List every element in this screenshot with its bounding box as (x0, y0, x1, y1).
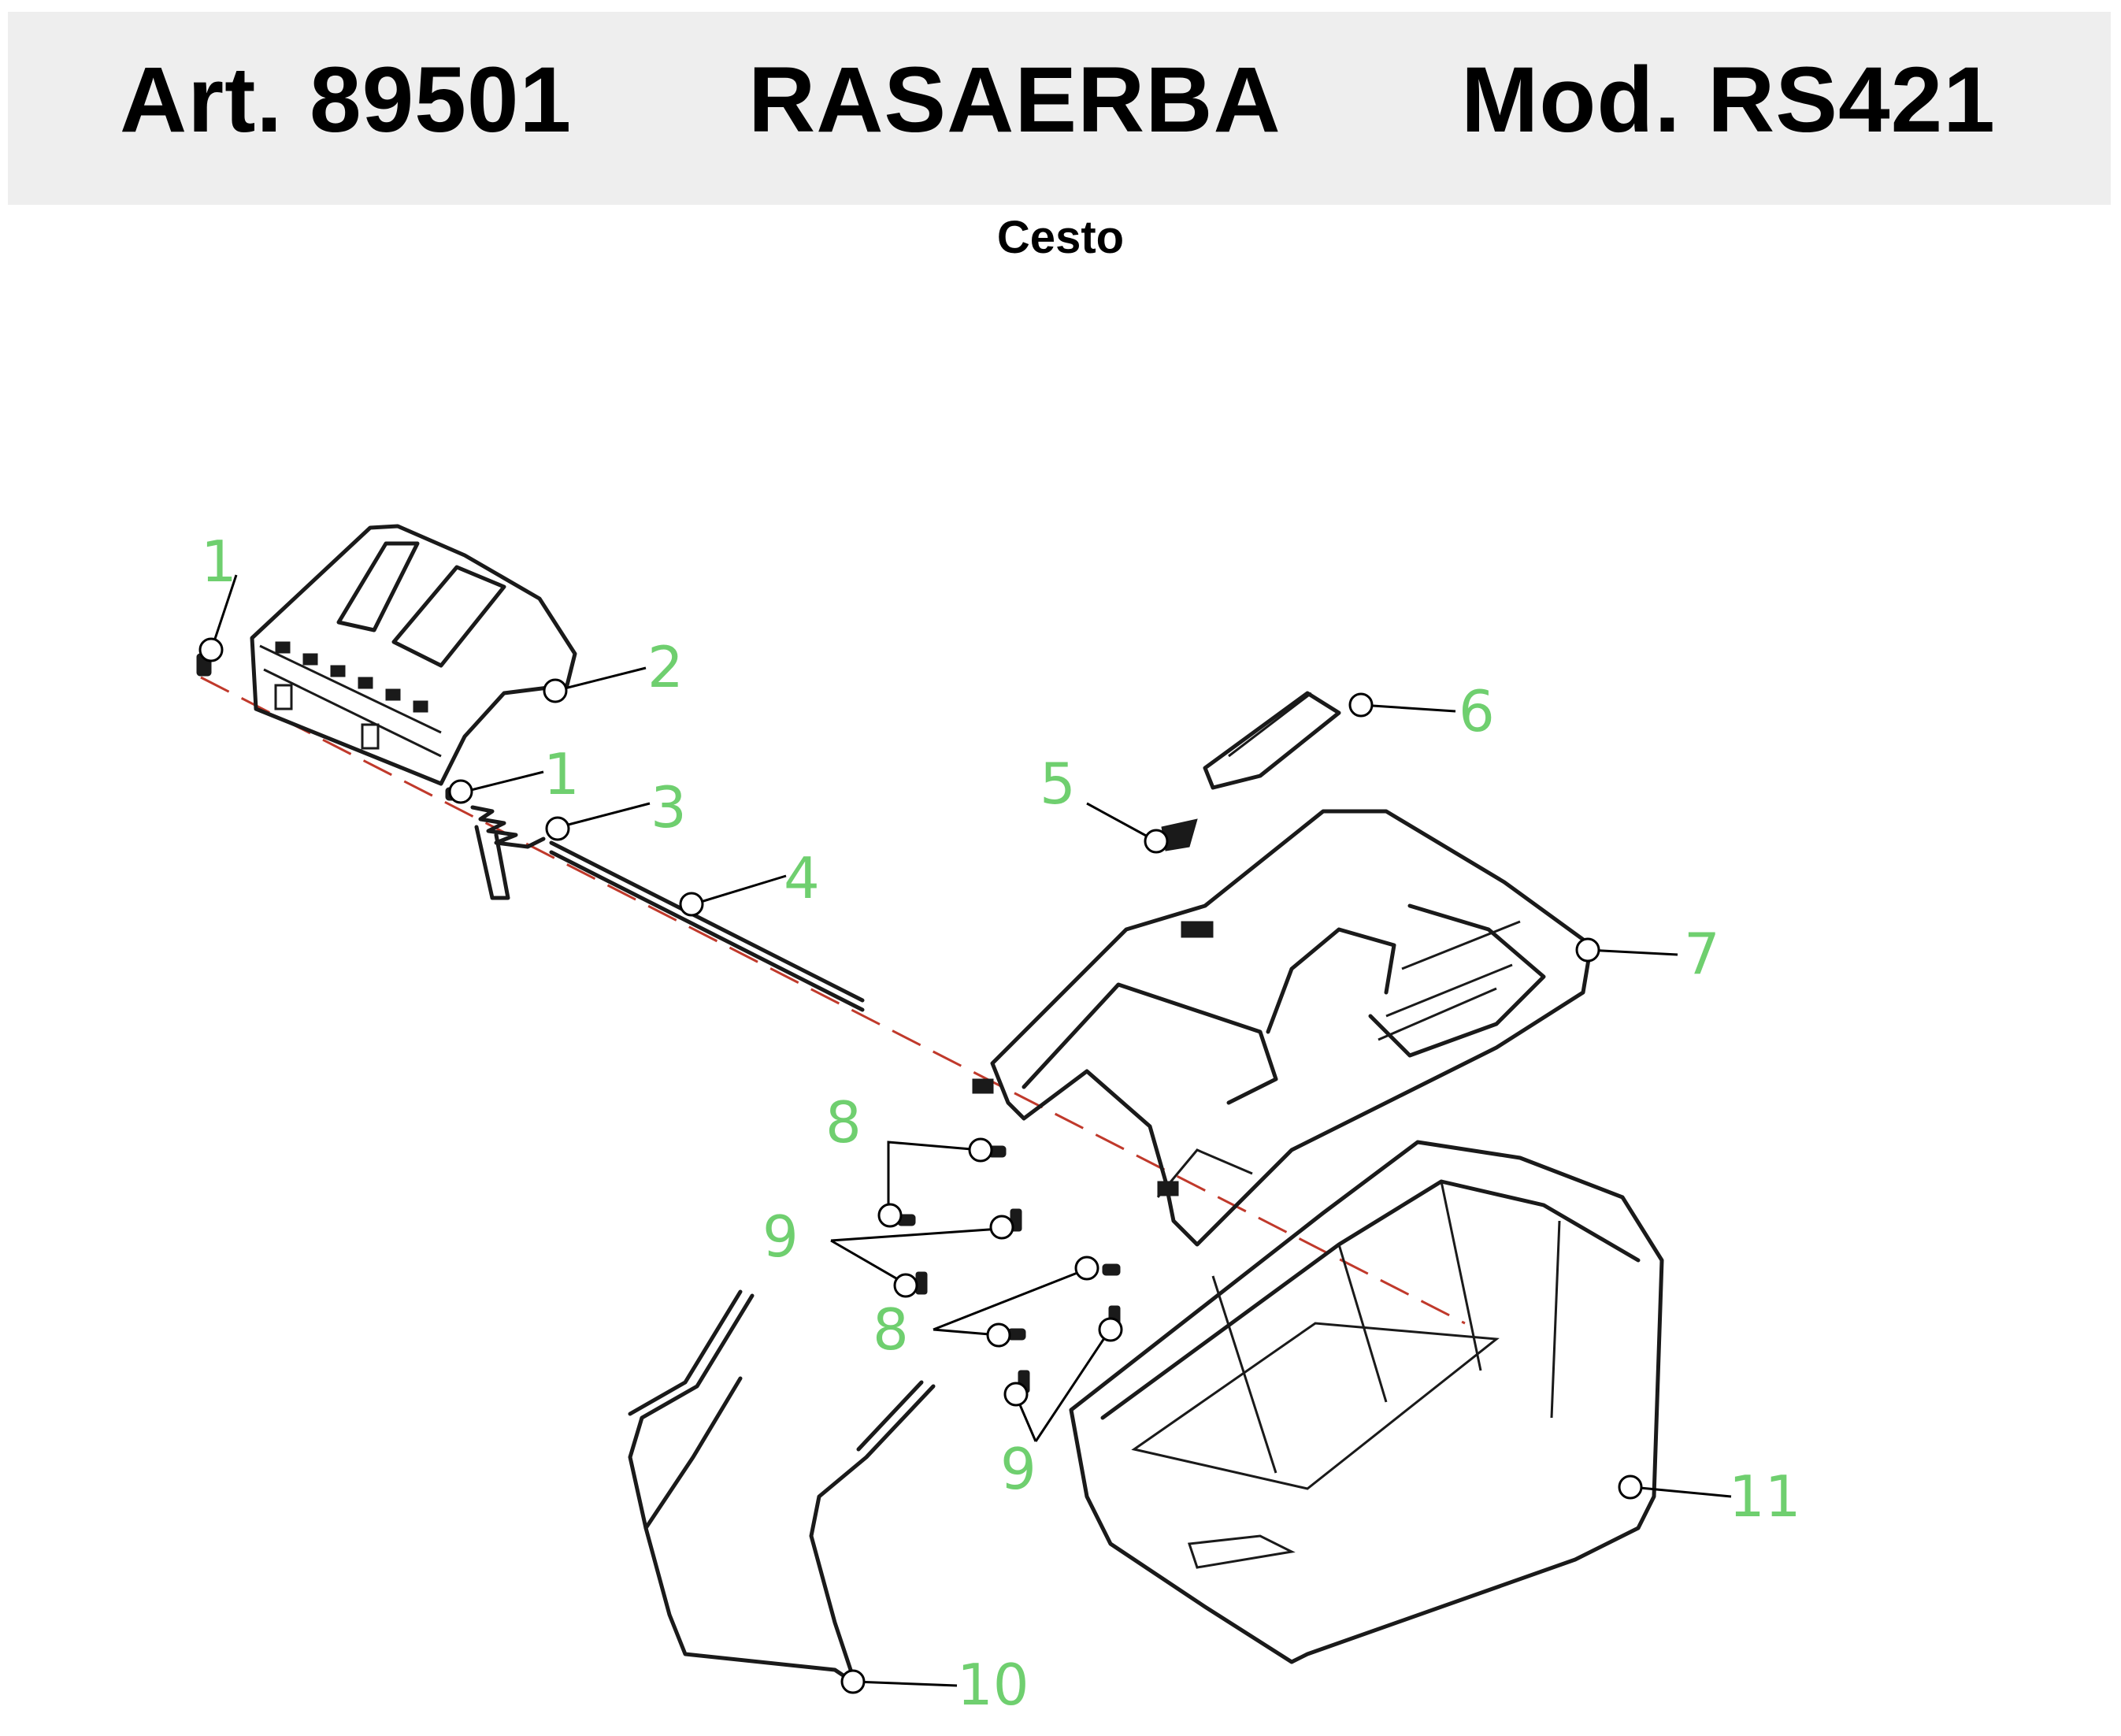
svg-text:8: 8 (873, 1296, 909, 1363)
callout-5: 5 (1040, 751, 1169, 854)
callout-6: 6 (1348, 678, 1495, 744)
callout-7: 7 (1575, 921, 1720, 987)
svg-text:1: 1 (543, 741, 580, 807)
callout-1b: 1 (448, 741, 580, 807)
part-screw-group (915, 1208, 1121, 1393)
callout-2: 2 (543, 634, 684, 703)
part-rod (549, 840, 865, 1012)
callout-9a: 9 (762, 1204, 1014, 1298)
part-tube-frame (628, 1289, 936, 1688)
callout-11: 11 (1618, 1463, 1801, 1530)
svg-text:6: 6 (1459, 678, 1495, 744)
svg-text:5: 5 (1040, 751, 1076, 817)
callout-8b: 8 (873, 1256, 1099, 1363)
callout-1a: 1 (198, 529, 238, 662)
part-clip-group (897, 1145, 1121, 1341)
diagram-subtitle: Cesto (996, 212, 1125, 263)
svg-text:1: 1 (201, 529, 237, 595)
callout-4: 4 (679, 845, 820, 917)
article-number: Art. 89501 (120, 48, 573, 152)
svg-text:10: 10 (957, 1652, 1029, 1718)
svg-text:2: 2 (647, 634, 684, 700)
assembly-axis (200, 676, 1466, 1325)
svg-text:9: 9 (762, 1204, 799, 1270)
title-bar (8, 12, 2111, 205)
callout-9b: 9 (1000, 1317, 1123, 1502)
svg-text:3: 3 (651, 774, 687, 840)
callout-8a: 8 (825, 1089, 993, 1228)
part-cover-plate (1203, 691, 1341, 790)
part-rear-cover (250, 524, 577, 786)
product-name: RASAERBA (748, 48, 1281, 152)
svg-text:11: 11 (1729, 1463, 1801, 1530)
svg-text:4: 4 (784, 845, 820, 911)
callout-10: 10 (840, 1652, 1029, 1718)
part-basket-frame (972, 809, 1593, 1247)
part-spring (470, 805, 546, 900)
svg-text:7: 7 (1684, 921, 1720, 987)
svg-text:8: 8 (825, 1089, 862, 1155)
model-number: Mod. RS421 (1461, 48, 1996, 152)
part-basket (1069, 1140, 1664, 1664)
svg-text:9: 9 (1000, 1436, 1036, 1502)
callout-3: 3 (545, 774, 687, 841)
